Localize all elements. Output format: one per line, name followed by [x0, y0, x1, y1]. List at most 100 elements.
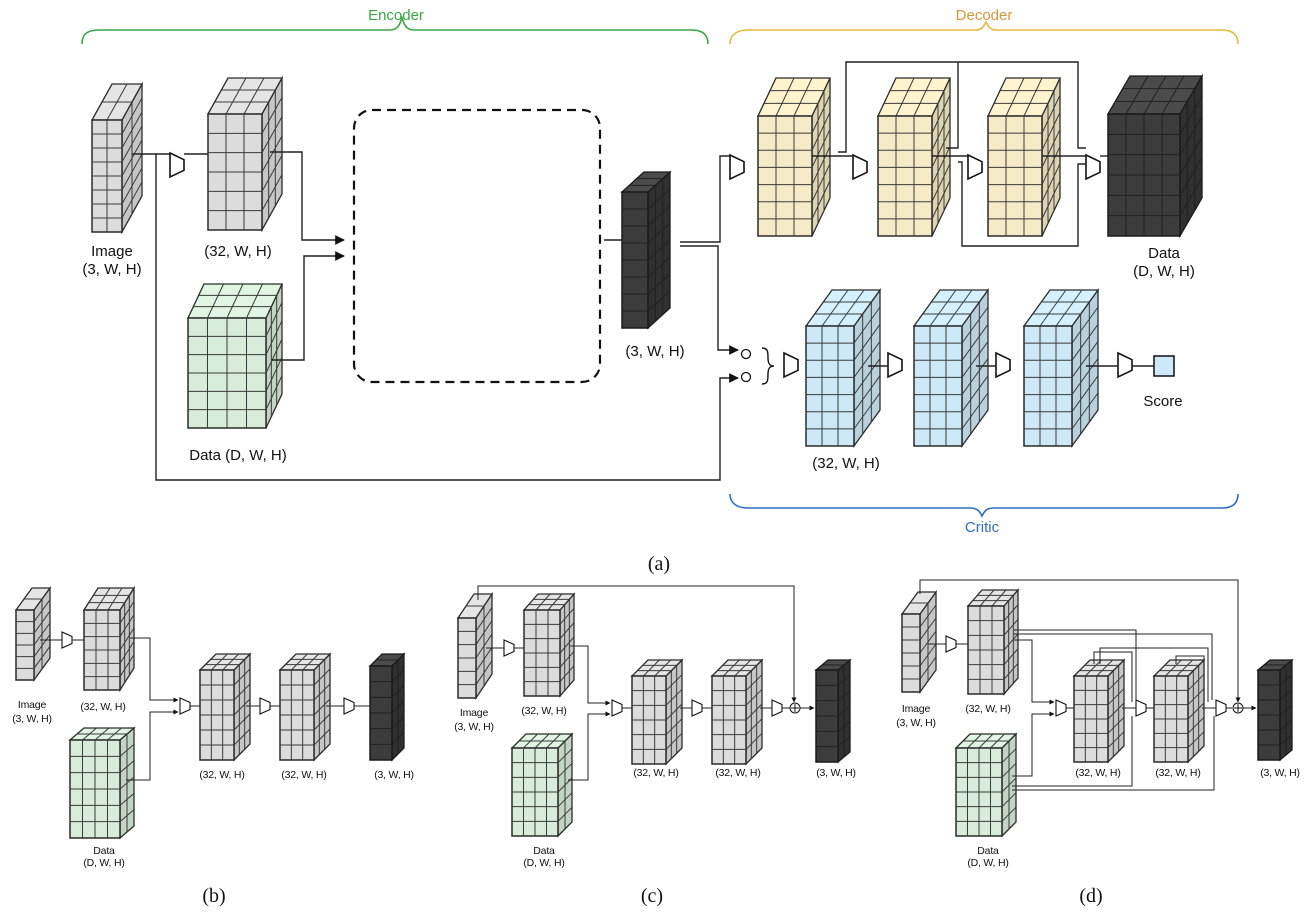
conv-op-decoder-4-shape: [1085, 153, 1101, 181]
d-conv-feature-1-grid: [1074, 659, 1125, 762]
d-output-tensor-grid: [1258, 664, 1293, 755]
decoder-feature-1: [756, 77, 832, 237]
d-wire-dense-conv1-a: [1093, 651, 1133, 702]
c-output-tensor: [814, 658, 852, 764]
c-data-shape: (D, W, H): [523, 857, 564, 869]
conv-op-critic-4-shape: [1117, 351, 1133, 379]
b-conv-op-image: [61, 631, 73, 649]
image-input-tensor: [90, 81, 144, 235]
b-conv-op-3-shape: [343, 697, 355, 715]
d-image-feature-grid: [968, 589, 1019, 694]
d-conv-op-3: [1215, 699, 1227, 717]
d-conv-feature-2-grid: [1154, 659, 1205, 762]
d-conv-op-image-shape: [945, 635, 957, 653]
critic-feature-2: [912, 287, 990, 449]
d-conv-op-3-shape: [1215, 699, 1227, 717]
d-data-tensor: [954, 732, 1018, 838]
b-conv-op-2: [259, 697, 271, 715]
image-shape-label: (3, W, H): [82, 261, 141, 278]
encoded-image-tensor-grid: [622, 178, 671, 322]
c-data-tensor-grid: [512, 733, 573, 836]
d-wire-dense-data-b: [1012, 716, 1215, 791]
wire-data-to-encoder: [272, 251, 345, 361]
d-wire-feature: [1014, 639, 1055, 705]
b-output-tensor: [368, 652, 406, 762]
encoder-block: [352, 108, 602, 384]
conv-op-critic-1: [783, 351, 799, 379]
c-conv-op-1: [611, 699, 623, 717]
critic-label: Critic: [965, 519, 1000, 536]
c-conv2-shape: (32, W, H): [715, 767, 760, 779]
b-conv-op-2-shape: [259, 697, 271, 715]
d-conv-op-2-shape: [1135, 699, 1147, 717]
b-data-label: Data: [93, 845, 115, 857]
panel-a: Encoder Decoder Critic: [81, 7, 1239, 575]
d-wire-dense-conv2: [1175, 655, 1205, 702]
c-conv-op-image-shape: [503, 639, 515, 657]
encoder-brace: [81, 15, 709, 45]
c-conv-feature-1-grid: [632, 659, 683, 764]
image-input-tensor-grid: [92, 83, 143, 232]
d-conv-op-1: [1055, 699, 1067, 717]
decoder-feature-3: [986, 77, 1062, 237]
c-conv-feature-1: [630, 658, 684, 766]
c-conv-op-1-shape: [611, 699, 623, 717]
c-conv-feature-2-grid: [712, 659, 763, 764]
conv-op-image: [169, 151, 185, 179]
b-conv-op-1-shape: [179, 697, 191, 715]
decoded-shape-label: (D, W, H): [1133, 263, 1195, 280]
conv-op-critic-4: [1117, 351, 1133, 379]
critic-brace: [729, 493, 1239, 518]
decoder-label: Decoder: [956, 7, 1013, 24]
d-image-shape: (3, W, H): [896, 717, 936, 729]
decoder-brace: [729, 20, 1239, 45]
caption-d: (d): [1079, 885, 1102, 907]
b-image-tensor-grid: [16, 598, 51, 669]
decoder-feature-1-grid: [758, 77, 831, 236]
caption-c: (c): [641, 885, 663, 907]
conv-op-image-shape: [169, 151, 185, 179]
critic-feature-1-grid: [806, 289, 881, 446]
conv-op-critic-2-shape: [887, 351, 903, 379]
critic-feature-1-front-face: [805, 325, 855, 447]
d-conv-op-1-shape: [1055, 699, 1067, 717]
conv-op-critic-2: [887, 351, 903, 379]
d-conv-op-image: [945, 635, 957, 653]
conv-op-decoder-2: [852, 153, 868, 181]
b-feature-shape: (32, W, H): [80, 701, 125, 713]
conv-op-critic-1-shape: [783, 351, 799, 379]
panel-b: Image (3, W, H) (32, W, H) Data (D, W, H…: [12, 585, 414, 907]
critic-feature-3-grid: [1024, 289, 1099, 446]
critic-feature-2-front-face: [913, 325, 963, 447]
b-out-shape: (3, W, H): [374, 769, 414, 781]
wire-dec-skip-top: [838, 61, 1086, 153]
encoded-image-tensor: [620, 170, 672, 330]
conv-op-critic-3-shape: [995, 351, 1011, 379]
c-conv-op-2-shape: [691, 699, 703, 717]
conv-op-decoder-3-shape: [967, 153, 983, 181]
wire-dec-skip-bottom: [958, 161, 1086, 247]
image-feature-tensor: [206, 75, 284, 233]
wire-feature-to-encoder: [270, 151, 345, 245]
d-output-tensor: [1256, 658, 1294, 762]
critic-feature-2-grid: [914, 289, 989, 446]
wire-encoded-to-critic: [680, 245, 739, 355]
critic-feature-3: [1022, 287, 1100, 449]
conv-op-decoder-1: [729, 153, 745, 181]
d-feature-shape: (32, W, H): [965, 703, 1010, 715]
c-feature-shape: (32, W, H): [521, 705, 566, 717]
b-conv-feature-1: [198, 652, 252, 762]
caption-b: (b): [202, 885, 225, 907]
b-data-tensor-grid: [70, 727, 135, 838]
c-data-label: Data: [533, 845, 555, 857]
d-image-tensor-grid: [902, 602, 937, 681]
b-conv-op-image-shape: [61, 631, 73, 649]
b-image-feature-grid: [84, 587, 135, 690]
d-conv2-shape: (32, W, H): [1155, 767, 1200, 779]
d-conv1-shape: (32, W, H): [1075, 767, 1120, 779]
b-conv2-shape: (32, W, H): [281, 769, 326, 781]
c-conv-op-2: [691, 699, 703, 717]
b-image-feature: [82, 585, 136, 693]
d-data-shape: (D, W, H): [967, 857, 1008, 869]
c-data-tensor: [510, 732, 574, 838]
